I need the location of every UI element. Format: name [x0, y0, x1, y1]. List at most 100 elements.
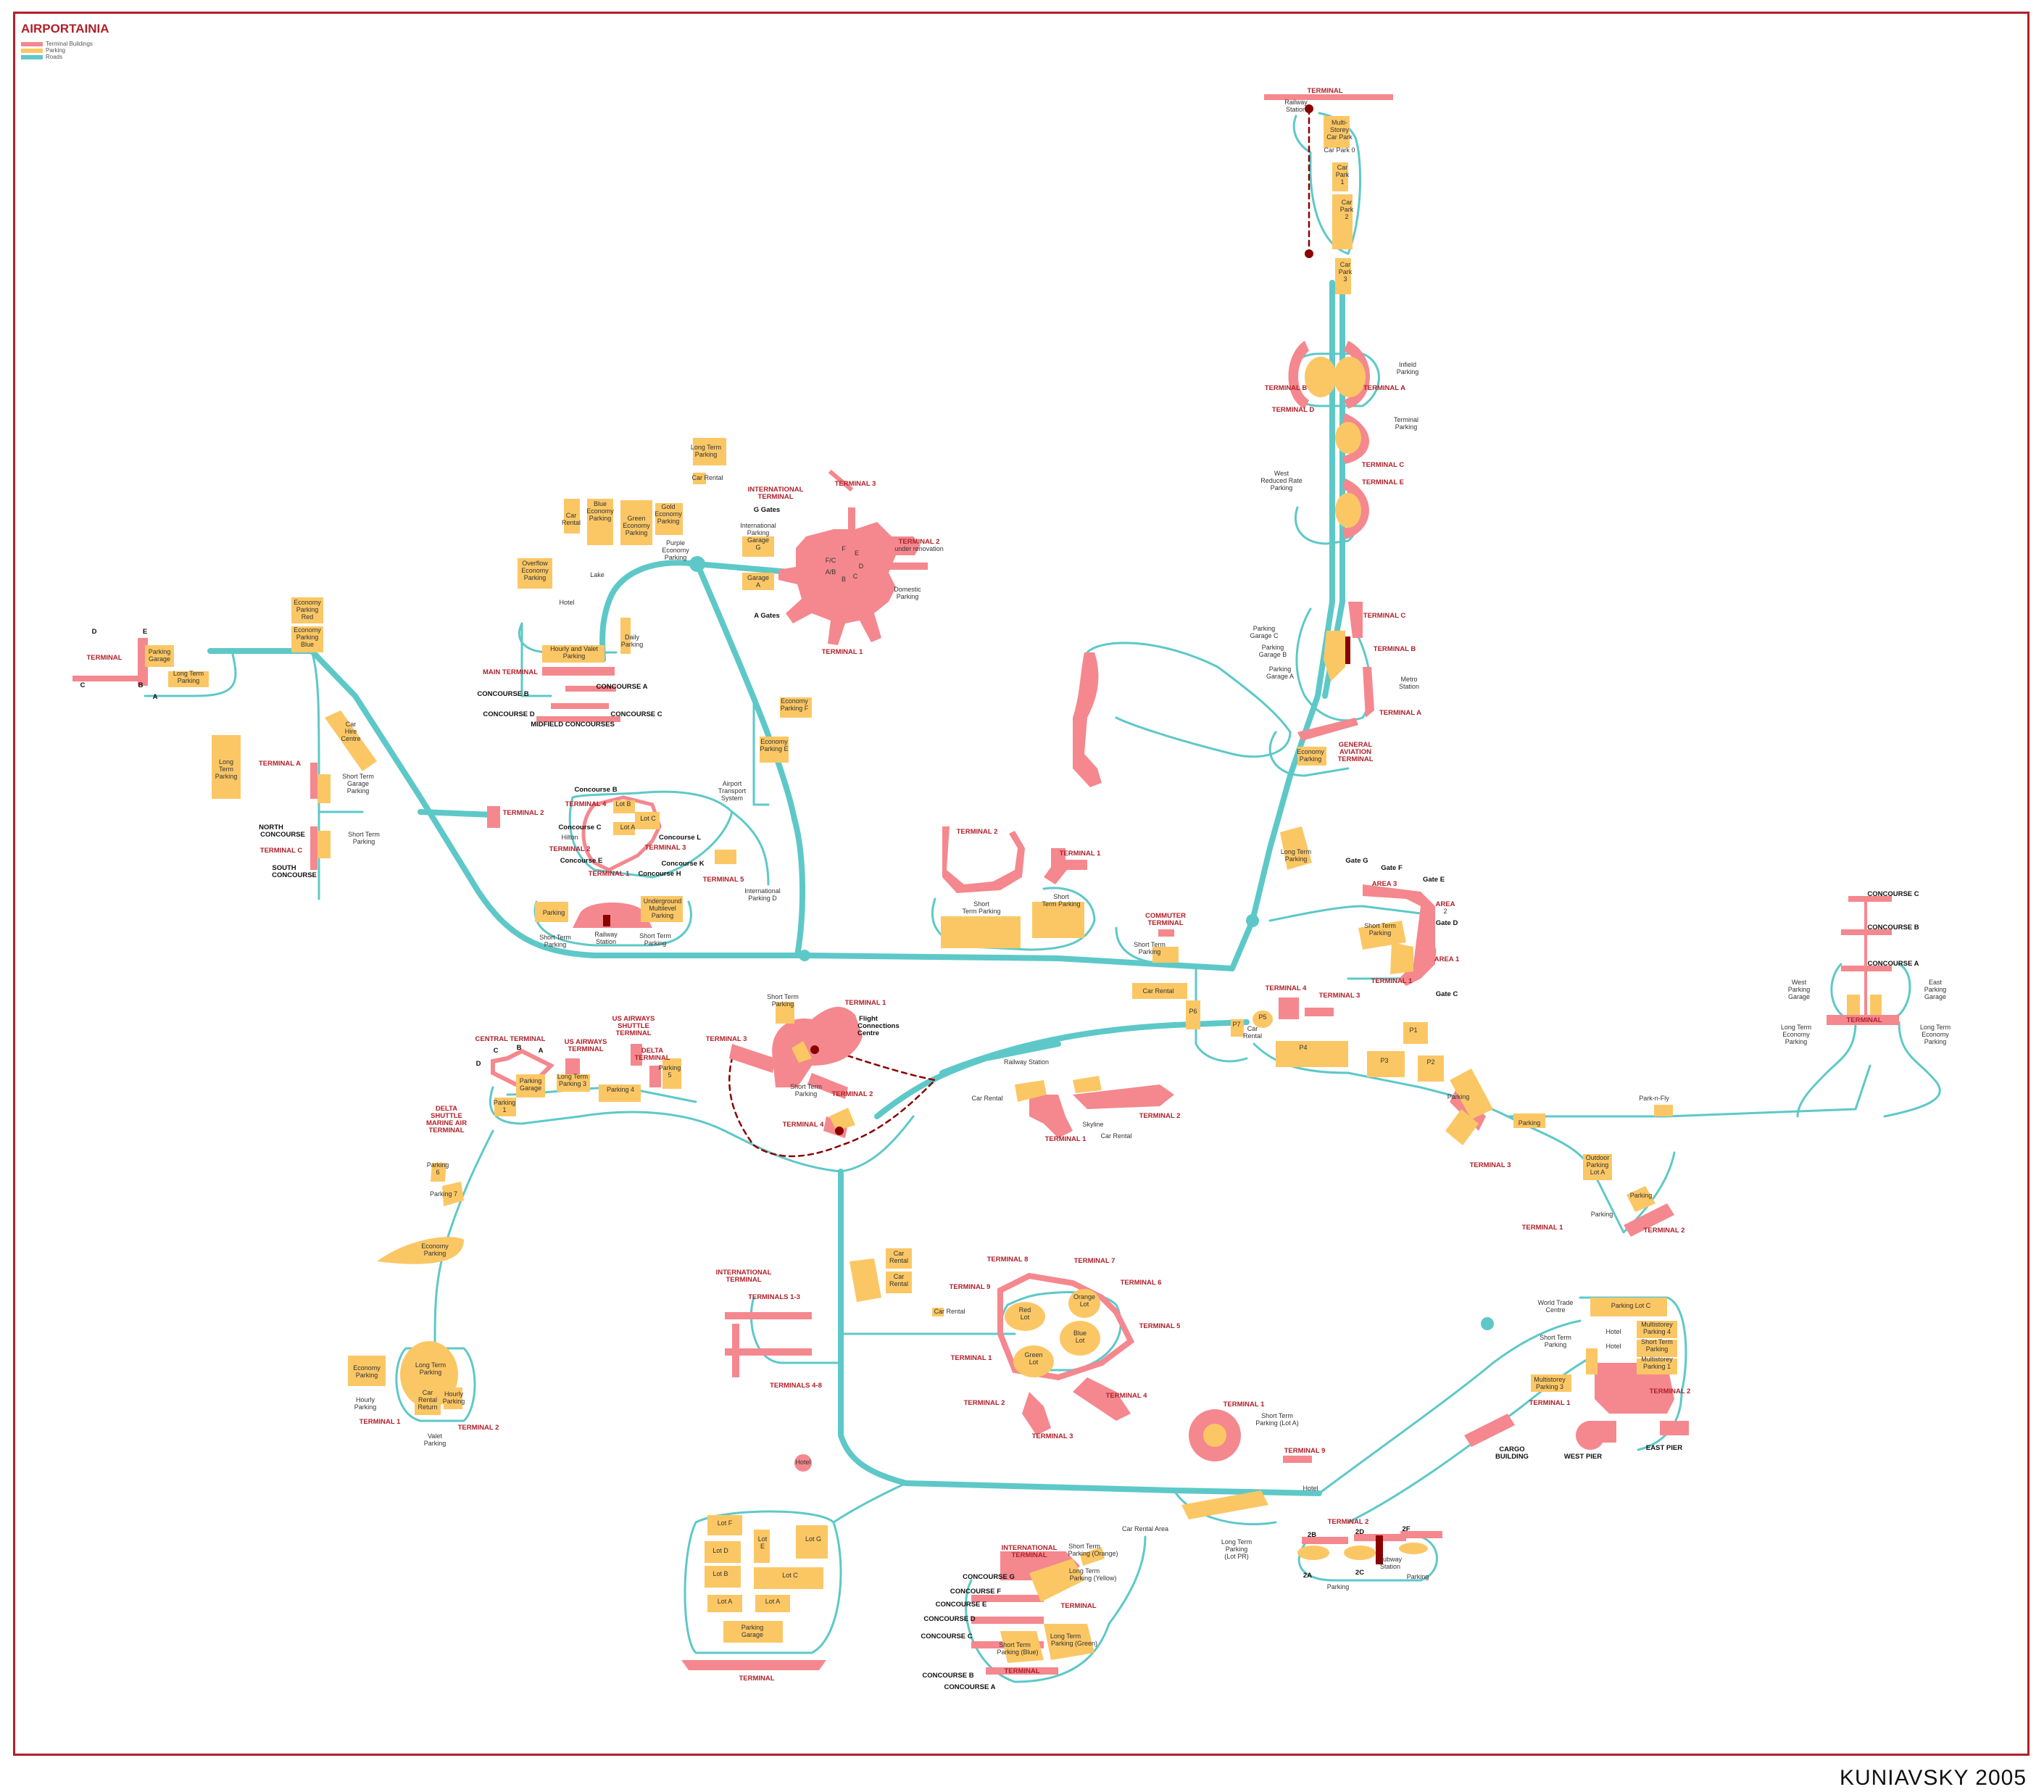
parking-short-term-t2[interactable]	[941, 916, 1021, 948]
terminal-east-areas[interactable]	[1363, 884, 1435, 986]
parking-short-term-t2-south[interactable]	[792, 1041, 812, 1063]
parking-overflow-economy[interactable]	[518, 558, 552, 589]
main-terminal-west[interactable]	[542, 667, 615, 676]
parking-south-lot[interactable]	[849, 1258, 881, 1302]
parking-p5[interactable]	[1252, 1011, 1273, 1028]
parking-car-rental-top[interactable]	[693, 473, 706, 484]
concourse-c-east[interactable]	[1848, 896, 1892, 902]
parking-long-term-3-central[interactable]	[557, 1074, 590, 1092]
parking-commuter-short[interactable]	[1152, 947, 1179, 963]
parking-p1[interactable]	[1403, 1022, 1428, 1044]
parking-multistorey-north[interactable]	[1324, 116, 1350, 148]
parking-long-term-east[interactable]	[1280, 826, 1312, 870]
terminal-a-infield[interactable]	[1344, 341, 1370, 409]
parking-lot-g[interactable]	[796, 1525, 828, 1559]
us-airways-shuttle-terminal[interactable]	[631, 1044, 642, 1066]
terminal-3-pier[interactable]	[828, 469, 854, 492]
parking-p6[interactable]	[1186, 1000, 1200, 1029]
parking-terminal-2a[interactable]	[1297, 1546, 1329, 1560]
parking-long-term-green[interactable]	[1044, 1624, 1094, 1660]
international-terminal-south[interactable]	[725, 1312, 812, 1377]
parking-gold-economy[interactable]	[655, 503, 683, 535]
parking-terminal-c[interactable]	[1335, 422, 1361, 454]
parking-east-garage-west[interactable]	[1847, 995, 1860, 1015]
parking-5-central[interactable]	[662, 1058, 681, 1089]
parking-outdoor-lot-a[interactable]	[1583, 1154, 1612, 1180]
terminal-1-skyline[interactable]	[1029, 1095, 1073, 1138]
general-aviation-terminal[interactable]	[1297, 718, 1358, 741]
parking-intl-garage-g[interactable]	[742, 536, 774, 557]
terminal-a-east[interactable]	[1363, 667, 1374, 718]
concourse-d-west[interactable]	[1073, 652, 1102, 787]
terminal-2-east-far[interactable]	[1624, 1203, 1674, 1237]
metro-station[interactable]	[1344, 636, 1350, 664]
terminal-e-crescent[interactable]	[1342, 478, 1369, 539]
terminal-9-south[interactable]	[1283, 1456, 1312, 1463]
delta-terminal[interactable]	[649, 1066, 661, 1087]
concourse-a-midfield[interactable]	[565, 686, 616, 692]
parking-east-4[interactable]	[1627, 1186, 1655, 1212]
terminal-c-west[interactable]	[310, 826, 317, 870]
parking-6-west[interactable]	[431, 1163, 446, 1182]
parking-car-park-2-north[interactable]	[1332, 194, 1353, 249]
parking-lot-a[interactable]	[613, 822, 635, 835]
parking-garage-west[interactable]	[145, 645, 174, 667]
parking-car-hire[interactable]	[325, 710, 377, 771]
parking-car-park-3-north[interactable]	[1335, 258, 1351, 294]
parking-east-garage-east[interactable]	[1870, 995, 1882, 1015]
railway-station-terminal[interactable]	[573, 903, 652, 928]
terminal-north[interactable]	[1264, 94, 1393, 100]
parking-garage-south[interactable]	[723, 1621, 783, 1643]
terminal-south-bottom[interactable]	[681, 1660, 826, 1670]
parking-lot-a-2[interactable]	[755, 1595, 790, 1612]
cargo-building[interactable]	[1464, 1414, 1515, 1447]
east-concourse-spine[interactable]	[1864, 896, 1867, 1019]
us-airways-terminal[interactable]	[565, 1058, 580, 1077]
parking-lot-a-satellite[interactable]	[1203, 1424, 1226, 1447]
parking-short-term-east[interactable]	[1358, 921, 1406, 950]
terminal-a-west[interactable]	[310, 763, 317, 799]
parking-car-park-1-north[interactable]	[1332, 162, 1348, 191]
parking-p2[interactable]	[1418, 1055, 1444, 1082]
hotel-south[interactable]	[794, 1454, 812, 1472]
parking-car-rental-mid[interactable]	[932, 1308, 944, 1316]
parking-short-term-west[interactable]	[317, 831, 331, 858]
parking-1-central[interactable]	[494, 1098, 516, 1116]
parking-blue-economy[interactable]	[587, 499, 613, 545]
terminal-d[interactable]	[1299, 397, 1305, 405]
parking-car-rental[interactable]	[564, 499, 580, 534]
parking-lot-a-1[interactable]	[707, 1595, 742, 1612]
terminal-2-pier-s[interactable]	[807, 1073, 848, 1099]
nine-terminals-ring[interactable]	[997, 1272, 1135, 1381]
parking-multistorey-3[interactable]	[1531, 1374, 1571, 1392]
midfield-terminal-cluster[interactable]	[581, 795, 662, 872]
parking-car-rental-east[interactable]	[1132, 983, 1187, 999]
concourse-b-midfield[interactable]	[551, 703, 609, 709]
concourses-south[interactable]	[971, 1551, 1080, 1675]
parking-railway-west[interactable]	[535, 902, 568, 922]
parking-lot-b[interactable]	[705, 1566, 741, 1588]
terminal-1-2-east-complex[interactable]	[1587, 1363, 1689, 1443]
parking-economy-blue[interactable]	[291, 626, 323, 652]
parking-p3[interactable]	[1367, 1051, 1405, 1077]
parking-lot-e[interactable]	[754, 1530, 770, 1563]
terminal-east-far[interactable]	[1827, 1015, 1899, 1025]
parking-garage-a[interactable]	[742, 573, 774, 590]
terminal-1-southeast[interactable]	[1044, 848, 1087, 884]
parking-underground[interactable]	[641, 896, 683, 922]
parking-orange-lot[interactable]	[1068, 1289, 1100, 1318]
parking-short-term-t1-south[interactable]	[776, 1002, 794, 1024]
parking-skyline[interactable]	[1015, 1080, 1047, 1102]
terminal-2-west[interactable]	[487, 806, 500, 828]
parking-p4[interactable]	[1276, 1041, 1348, 1067]
parking-hourly-sw[interactable]	[444, 1387, 462, 1409]
parking-intl-d[interactable]	[715, 850, 736, 864]
parking-green-economy[interactable]	[620, 500, 652, 545]
parking-lot-c[interactable]	[754, 1567, 823, 1589]
parking-east-area-1[interactable]	[1390, 942, 1413, 974]
parking-hourly-valet[interactable]	[542, 645, 605, 663]
parking-red-lot[interactable]	[1005, 1302, 1045, 1331]
terminal-3-pier-sw[interactable]	[729, 1044, 776, 1073]
parking-lot-b[interactable]	[613, 800, 635, 813]
parking-blue-lot[interactable]	[1060, 1321, 1100, 1356]
